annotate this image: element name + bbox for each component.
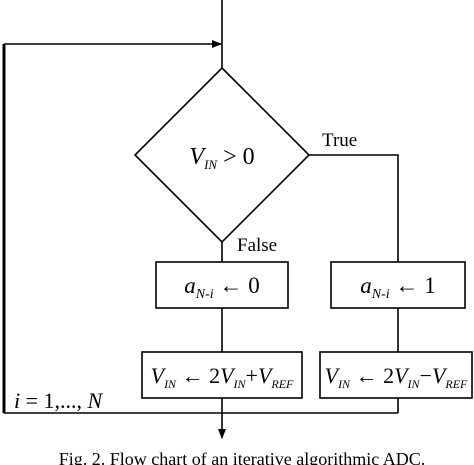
box-left-bottom <box>141 351 303 399</box>
loop-counter-label: i = 1,..., N <box>14 388 104 413</box>
true-label: True <box>322 130 357 151</box>
true-branch-line <box>309 154 399 262</box>
box-right-bottom-text: VIN ← 2VIN−VREF <box>325 363 468 391</box>
false-label: False <box>237 235 277 256</box>
box-right-top <box>330 261 466 309</box>
box-right-bottom <box>319 351 473 399</box>
box-left-top <box>155 261 289 309</box>
box-right-top-text: aN-i ← 1 <box>360 273 435 302</box>
box-left-bottom-text: VIN ← 2VIN+VREF <box>151 363 294 391</box>
box-left-top-text: aN-i ← 0 <box>184 273 259 302</box>
figure-caption: Fig. 2. Flow chart of an iterative algor… <box>59 449 425 465</box>
decision-label: VIN > 0 <box>189 144 254 172</box>
